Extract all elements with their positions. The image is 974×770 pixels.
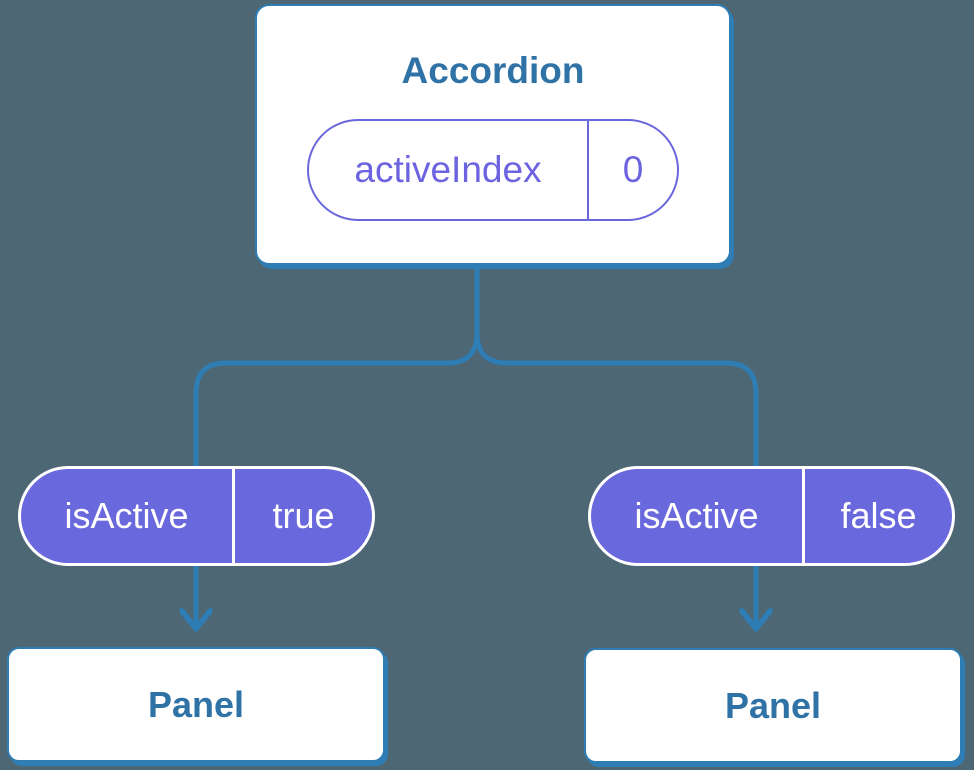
panel-component-card-right: Panel (584, 648, 962, 763)
arrow-down-icon (179, 608, 213, 632)
prop-value: true (232, 469, 372, 563)
prop-pill-left: isActive true (18, 466, 375, 566)
prop-pill-right: isActive false (588, 466, 955, 566)
state-value: 0 (587, 121, 677, 219)
prop-name: isActive (634, 495, 759, 536)
prop-value: false (802, 469, 952, 563)
arrow-down-icon (739, 608, 773, 632)
accordion-component-card: Accordion activeIndex 0 (255, 4, 731, 265)
state-pill: activeIndex 0 (307, 119, 679, 221)
state-name: activeIndex (354, 149, 542, 190)
connector-left-branch (193, 262, 480, 626)
component-title: Accordion (401, 50, 585, 91)
connector-right-branch (474, 262, 759, 626)
panel-component-card-left: Panel (7, 647, 385, 762)
prop-name: isActive (64, 495, 189, 536)
